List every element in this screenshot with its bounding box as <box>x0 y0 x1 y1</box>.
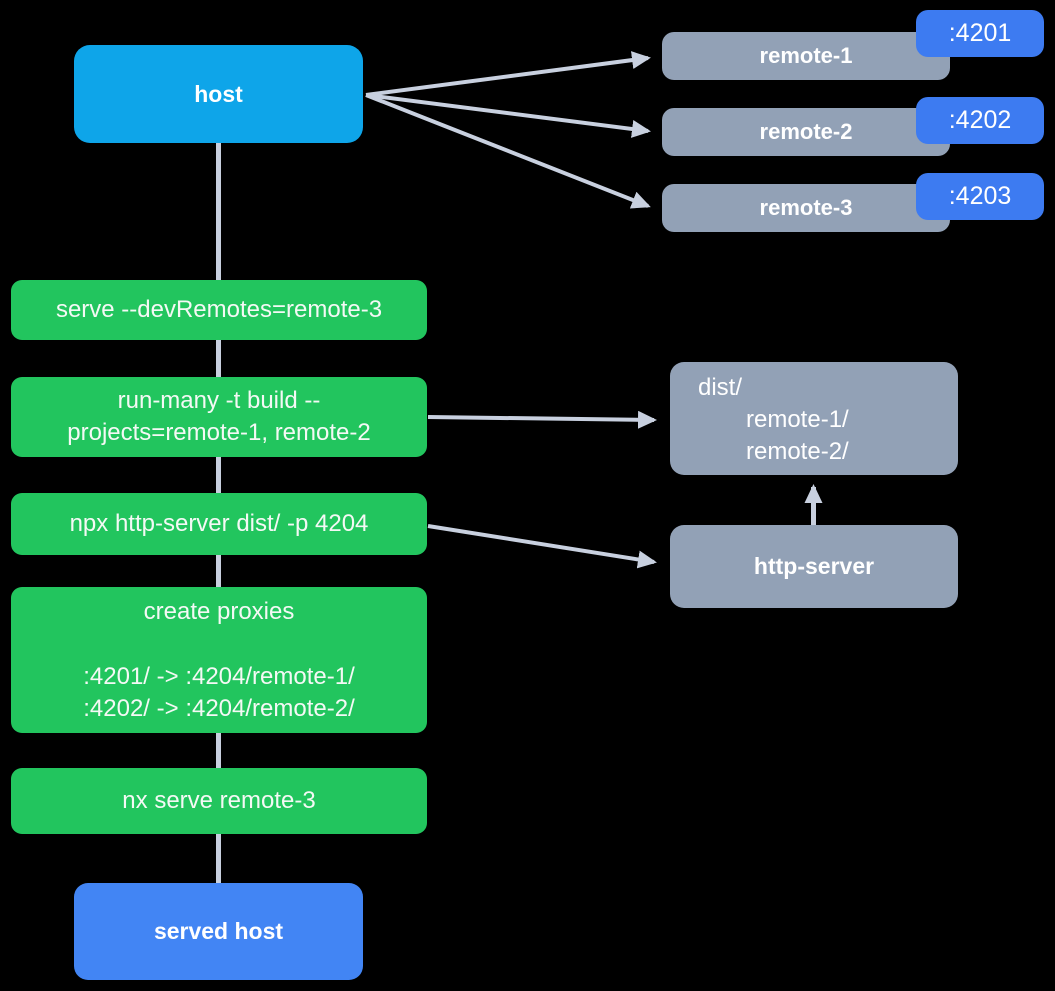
command-serve-dev-remotes-text: serve --devRemotes=remote-3 <box>55 296 383 323</box>
remote-3-node: remote-3 <box>662 184 950 232</box>
remote-1-node: remote-1 <box>662 32 950 80</box>
served-host-node: served host <box>74 883 363 980</box>
remote-1-label: remote-1 <box>759 43 853 68</box>
remote-2-label: remote-2 <box>759 119 853 144</box>
arrow-npx-to-http-server <box>427 524 657 569</box>
port-badge-4203-label: :4203 <box>948 182 1012 210</box>
host-node: host <box>74 45 363 143</box>
port-badge-4201-label: :4201 <box>948 19 1012 47</box>
dist-folder-node: dist/ remote-1/ remote-2/ <box>670 362 958 475</box>
dist-remote-1-label: remote-1/ <box>746 405 849 433</box>
remote-3-label: remote-3 <box>759 195 853 220</box>
command-run-many-line2: projects=remote-1, remote-2 <box>67 419 371 446</box>
proxy-mapping-1: :4201/ -> :4204/remote-1/ <box>83 662 355 690</box>
command-create-proxies: create proxies :4201/ -> :4204/remote-1/… <box>11 587 427 733</box>
arrow-host-to-remote-2 <box>365 93 651 138</box>
port-badge-4203: :4203 <box>916 173 1044 220</box>
port-badge-4202: :4202 <box>916 97 1044 144</box>
command-nx-serve-remote-3: nx serve remote-3 <box>11 768 427 834</box>
http-server-node: http-server <box>670 525 958 608</box>
port-badge-4202-label: :4202 <box>948 106 1012 134</box>
command-npx-http-server-text: npx http-server dist/ -p 4204 <box>69 510 369 537</box>
proxy-mapping-2: :4202/ -> :4204/remote-2/ <box>83 694 355 722</box>
http-server-label: http-server <box>753 553 875 579</box>
command-serve-dev-remotes: serve --devRemotes=remote-3 <box>11 280 427 340</box>
remote-2-node: remote-2 <box>662 108 950 156</box>
arrow-host-to-remote-1 <box>365 51 651 97</box>
create-proxies-title: create proxies <box>143 597 295 625</box>
served-host-label: served host <box>153 918 284 944</box>
command-run-many-line1: run-many -t build -- <box>117 387 321 414</box>
command-nx-serve-remote-3-text: nx serve remote-3 <box>122 787 316 814</box>
dist-root-label: dist/ <box>698 373 743 401</box>
arrow-host-to-remote-3 <box>365 93 651 209</box>
host-label: host <box>194 80 243 107</box>
port-badge-4201: :4201 <box>916 10 1044 57</box>
dist-remote-2-label: remote-2/ <box>746 437 849 465</box>
command-npx-http-server: npx http-server dist/ -p 4204 <box>11 493 427 555</box>
command-run-many-build: run-many -t build -- projects=remote-1, … <box>11 377 427 457</box>
arrow-build-to-dist <box>427 410 657 429</box>
